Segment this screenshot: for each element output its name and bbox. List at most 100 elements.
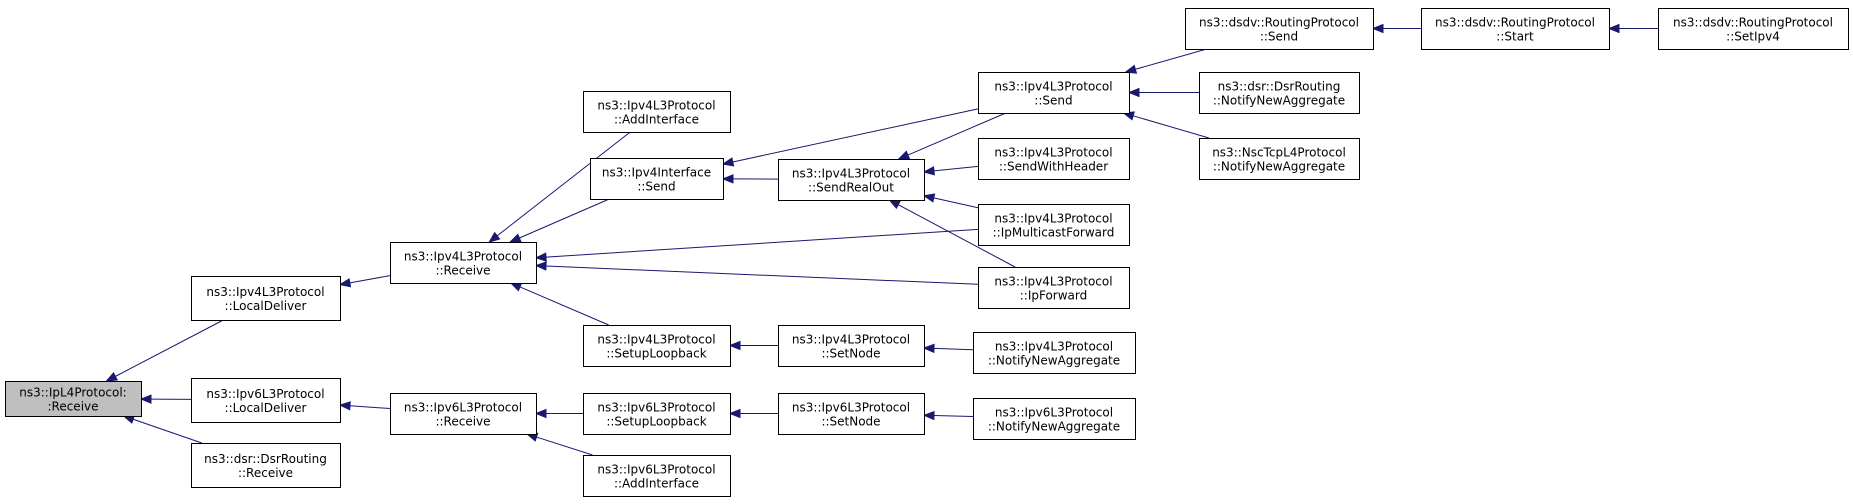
edge-arrowhead [338, 401, 351, 411]
edge-n14-to-n7 [721, 108, 979, 167]
node-box[interactable] [1199, 72, 1360, 114]
edge-line [545, 265, 979, 285]
edge-line [898, 204, 1016, 268]
edge-n23-to-n20 [1371, 23, 1421, 34]
node-ns3-ipl4protocol-receive[interactable]: ns3::IpL4Protocol::Receive [5, 381, 142, 417]
edge-line [907, 112, 1006, 156]
node-ns3-dsdv-routingprotocol-start[interactable]: ns3::dsdv::RoutingProtocol::Start [1421, 8, 1610, 50]
node-box[interactable] [973, 332, 1136, 374]
node-box[interactable] [978, 72, 1130, 114]
node-ns3-ipv4l3protocol-notifynewaggregate[interactable]: ns3::Ipv4L3Protocol::NotifyNewAggregate [973, 332, 1136, 374]
node-label-line1: ns3::Ipv4L3Protocol [995, 340, 1113, 354]
node-box[interactable] [390, 393, 537, 435]
nodes-layer: ns3::IpL4Protocol::Receive ns3::Ipv4L3Pro… [5, 8, 1849, 497]
node-ns3-ipv6l3protocol-localdeliver[interactable]: ns3::Ipv6L3Protocol::LocalDeliver [191, 378, 341, 423]
node-label-line2: ::IpMulticastForward [993, 226, 1115, 240]
edge-arrowhead [1371, 23, 1384, 34]
edge-line [496, 131, 631, 237]
edge-arrowhead [1124, 64, 1138, 74]
node-ns3-ipv6l3protocol-receive[interactable]: ns3::Ipv6L3Protocol::Receive [390, 393, 537, 435]
node-box[interactable] [5, 381, 142, 417]
node-ns3-ipv4l3protocol-send[interactable]: ns3::Ipv4L3Protocol::Send [978, 72, 1130, 114]
node-box[interactable] [978, 204, 1130, 246]
node-label-line2: ::AddInterface [614, 477, 699, 491]
node-label-line2: ::SetIpv4 [1726, 30, 1780, 44]
node-label-line1: ns3::Ipv6L3Protocol [206, 387, 324, 401]
node-box[interactable] [1421, 8, 1610, 50]
node-box[interactable] [1199, 138, 1360, 180]
edge-n19-to-n13 [922, 410, 974, 421]
node-label-line1: ns3::Ipv4Interface [602, 166, 711, 180]
edge-line [933, 197, 979, 209]
edge-n16-to-n4 [534, 228, 979, 262]
node-label-line2: ::Send [637, 180, 675, 194]
node-label-line1: ns3::Ipv4L3Protocol [597, 99, 715, 113]
node-ns3-ipv6l3protocol-addinterface[interactable]: ns3::Ipv6L3Protocol::AddInterface [583, 455, 731, 497]
node-label-line2: ::Receive [238, 466, 293, 480]
node-ns3-ipv4l3protocol-sendrealout[interactable]: ns3::Ipv4L3Protocol::SendRealOut [778, 159, 925, 201]
edge-n18-to-n12 [922, 343, 974, 354]
node-ns3-ipv6l3protocol-setnode[interactable]: ns3::Ipv6L3Protocol::SetNode [778, 393, 925, 435]
node-box[interactable] [590, 158, 724, 200]
node-ns3-nsctcpl4protocol-notifynewaggregate[interactable]: ns3::NscTcpL4Protocol::NotifyNewAggregat… [1199, 138, 1360, 180]
node-box[interactable] [583, 393, 731, 435]
node-box[interactable] [583, 91, 731, 133]
edge-n9-to-n5 [534, 408, 583, 419]
edge-arrowhead [721, 157, 735, 167]
edge-n12-to-n8 [728, 340, 778, 351]
node-ns3-ipv4interface-send[interactable]: ns3::Ipv4Interface::Send [590, 158, 724, 200]
node-label-line2: ::NotifyNewAggregate [988, 420, 1120, 434]
edge-n17-to-n4 [534, 261, 979, 285]
node-box[interactable] [978, 138, 1130, 180]
edge-line [933, 415, 974, 418]
node-ns3-ipv6l3protocol-setuploopback[interactable]: ns3::Ipv6L3Protocol::SetupLoopback [583, 393, 731, 435]
node-box[interactable] [778, 393, 925, 435]
node-box[interactable] [778, 159, 925, 201]
node-box[interactable] [1658, 8, 1849, 50]
node-box[interactable] [973, 398, 1136, 440]
edge-n5-to-n2 [338, 401, 391, 411]
node-box[interactable] [191, 378, 341, 423]
node-ns3-ipv4l3protocol-localdeliver[interactable]: ns3::Ipv4L3Protocol::LocalDeliver [191, 276, 341, 321]
node-box[interactable] [583, 325, 731, 367]
edge-n4-to-n1 [338, 275, 391, 288]
node-ns3-ipv4l3protocol-addinterface[interactable]: ns3::Ipv4L3Protocol::AddInterface [583, 91, 731, 133]
node-label-line1: ns3::Ipv6L3Protocol [597, 463, 715, 477]
node-box[interactable] [1185, 8, 1374, 50]
edge-n7-to-n4 [508, 198, 610, 243]
edge-n3-to-n0 [122, 414, 202, 444]
edge-n22-to-n14 [1122, 111, 1210, 139]
node-ns3-ipv4l3protocol-setuploopback[interactable]: ns3::Ipv4L3Protocol::SetupLoopback [583, 325, 731, 367]
node-box[interactable] [191, 443, 341, 488]
node-label-line2: ::Send [1034, 94, 1072, 108]
edge-n24-to-n23 [1607, 23, 1658, 34]
node-ns3-ipv4l3protocol-ipforward[interactable]: ns3::Ipv4L3Protocol::IpForward [978, 267, 1130, 309]
node-label-line1: ns3::dsdv::RoutingProtocol [1435, 16, 1595, 30]
node-label-line1: ns3::dsr::DsrRouting [1218, 80, 1341, 94]
node-ns3-dsr-dsrrouting-receive[interactable]: ns3::dsr::DsrRouting::Receive [191, 443, 341, 488]
node-label-line1: ns3::Ipv4L3Protocol [206, 285, 324, 299]
node-box[interactable] [778, 325, 925, 367]
node-box[interactable] [583, 455, 731, 497]
edge-line [519, 286, 609, 326]
edge-line [519, 198, 610, 239]
node-ns3-ipv4l3protocol-receive[interactable]: ns3::Ipv4L3Protocol::Receive [390, 242, 537, 284]
edge-n20-to-n14 [1124, 48, 1207, 74]
edge-arrowhead [508, 233, 522, 243]
node-ns3-dsr-dsrrouting-notifynewaggregate[interactable]: ns3::dsr::DsrRouting::NotifyNewAggregate [1199, 72, 1360, 114]
edge-n2-to-n0 [139, 394, 192, 404]
node-ns3-ipv6l3protocol-notifynewaggregate[interactable]: ns3::Ipv6L3Protocol::NotifyNewAggregate [973, 398, 1136, 440]
node-ns3-dsdv-routingprotocol-setipv4[interactable]: ns3::dsdv::RoutingProtocol::SetIpv4 [1658, 8, 1849, 50]
node-ns3-ipv4l3protocol-ipmulticastforward[interactable]: ns3::Ipv4L3Protocol::IpMulticastForward [978, 204, 1130, 246]
node-box[interactable] [390, 242, 537, 284]
node-label-line1: ns3::IpL4Protocol: [19, 386, 126, 400]
node-ns3-ipv4l3protocol-sendwithheader[interactable]: ns3::Ipv4L3Protocol::SendWithHeader [978, 138, 1130, 180]
node-ns3-ipv4l3protocol-setnode[interactable]: ns3::Ipv4L3Protocol::SetNode [778, 325, 925, 367]
node-box[interactable] [978, 267, 1130, 309]
edge-arrowhead [139, 394, 152, 404]
node-label-line2: ::LocalDeliver [225, 299, 307, 313]
node-label-line1: ns3::Ipv4L3Protocol [994, 275, 1112, 289]
node-label-line1: ns3::NscTcpL4Protocol [1212, 146, 1346, 160]
node-ns3-dsdv-routingprotocol-send[interactable]: ns3::dsdv::RoutingProtocol::Send [1185, 8, 1374, 50]
node-box[interactable] [191, 276, 341, 321]
